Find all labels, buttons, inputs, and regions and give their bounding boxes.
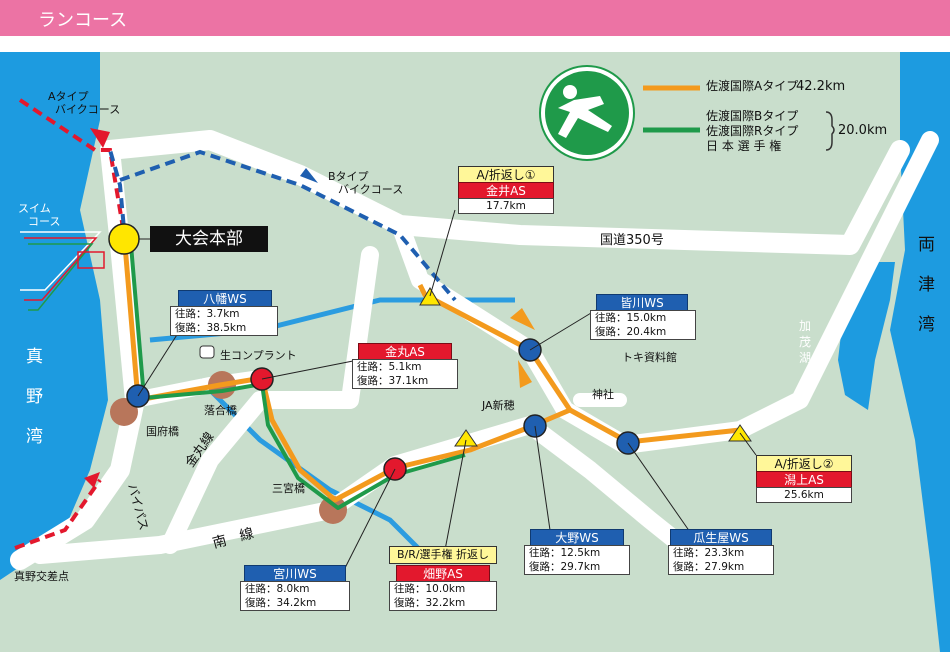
uriuya-back: 復路：27.9km — [673, 561, 745, 573]
miyagawa-back: 復路：34.2km — [245, 597, 317, 609]
run-arrow-up-icon — [518, 360, 532, 388]
hatano-turn-title: B/R/選手権 折返し — [389, 546, 497, 564]
ja-label: JA新穂 — [481, 398, 515, 412]
runner-icon — [558, 85, 612, 138]
hatano-turnaround-icon — [454, 429, 478, 447]
ryotsu-label-2: 津 — [918, 275, 935, 295]
mano-bay-water — [0, 52, 108, 580]
kanai-dist: 17.7km — [486, 200, 526, 212]
ono-ws-info: 往路：12.5km 復路：29.7km — [524, 545, 630, 575]
ono-out: 往路：12.5km — [529, 547, 601, 559]
swim-course — [20, 231, 105, 311]
legend-r-label: 佐渡国際Rタイプ — [706, 123, 798, 138]
swim-label-1: スイム — [18, 202, 51, 215]
jinja-label: 神社 — [592, 387, 614, 401]
a-bike-label-1: Aタイプ — [48, 90, 89, 103]
kanai-as-info: 17.7km — [458, 198, 554, 214]
b-bike-arrow-icon — [300, 168, 318, 183]
plant-label: 生コンプラント — [220, 348, 297, 362]
mano-bay-label-1: 真 — [26, 347, 43, 367]
hatano-out: 往路：10.0km — [394, 583, 466, 595]
a-bike-arrow-north-icon — [90, 128, 110, 148]
kanemaru-as-title: 金丸AS — [358, 343, 452, 361]
yawata-back: 復路：38.5km — [175, 322, 247, 334]
kanemaru-back: 復路：37.1km — [357, 375, 429, 387]
a-bike-arrow-south-icon — [84, 472, 100, 488]
legend-b-label: 佐渡国際Bタイプ — [706, 108, 798, 123]
yugami-dist: 25.6km — [784, 489, 824, 501]
kamo-label-1: 加 — [799, 319, 811, 333]
legend-a-label: 佐渡国際Aタイプ — [706, 78, 798, 93]
mano-bay-label-3: 湾 — [26, 427, 43, 447]
sannomiya-label: 三宮橋 — [272, 481, 305, 495]
miyagawa-ws-info: 往路：8.0km 復路：34.2km — [240, 581, 350, 611]
hatano-back: 復路：32.2km — [394, 597, 466, 609]
ryotsu-label-1: 両 — [918, 235, 935, 255]
leader-lines — [137, 209, 757, 569]
legend-brj-distance: 20.0km — [838, 123, 887, 138]
yawata-out: 往路：3.7km — [175, 308, 240, 320]
a-bike-course-south — [14, 478, 102, 550]
kanemaru-out: 往路：5.1km — [357, 361, 422, 373]
miyagawa-ws-title: 宮川WS — [244, 565, 346, 583]
minagawa-ws-info: 往路：15.0km 復路：20.4km — [590, 310, 696, 340]
ono-ws-title: 大野WS — [530, 529, 624, 547]
uriuya-ws-info: 往路：23.3km 復路：27.9km — [668, 545, 774, 575]
bridge-sannomiya — [319, 496, 347, 524]
yugami-as-info: 25.6km — [756, 487, 852, 503]
hatano-as-info: 往路：10.0km 復路：32.2km — [389, 581, 497, 611]
header-bar: ランコース — [0, 0, 950, 36]
minagawa-back: 復路：20.4km — [595, 326, 667, 338]
hq-label: 大会本部 — [150, 226, 268, 252]
kanai-turnaround-icon — [419, 287, 441, 306]
route350-label: 国道350号 — [600, 233, 664, 248]
b-bike-label-2: バイクコース — [338, 183, 403, 196]
kamo-label-2: 茂 — [799, 335, 811, 349]
minagawa-out: 往路：15.0km — [595, 312, 667, 324]
a-bike-course-blue — [108, 149, 127, 241]
legend-j-label: 日 本 選 手 権 — [706, 138, 781, 153]
miyagawa-out: 往路：8.0km — [245, 583, 310, 595]
hatano-as-title: 畑野AS — [396, 565, 490, 583]
swim-label-2: コース — [28, 215, 60, 228]
kokufu-label: 国府橋 — [146, 424, 179, 438]
run-course-a — [122, 244, 573, 503]
minagawa-ws-title: 皆川WS — [596, 294, 688, 312]
kanemaru-as-info: 往路：5.1km 復路：37.1km — [352, 359, 458, 389]
mano-cross-label: 真野交差点 — [14, 569, 69, 583]
plant-icon — [199, 345, 215, 359]
run-course-brj — [129, 244, 466, 510]
run-arrow-down-icon — [510, 308, 535, 330]
yawata-ws-info: 往路：3.7km 復路：38.5km — [170, 306, 278, 336]
hq-marker-icon — [108, 223, 140, 255]
b-bike-course — [119, 149, 457, 302]
toki-label: トキ資料館 — [622, 350, 677, 364]
ryotsu-label-3: 湾 — [918, 315, 935, 335]
page-title: ランコース — [38, 10, 128, 31]
uriuya-out: 往路：23.3km — [673, 547, 745, 559]
b-bike-label-1: Bタイプ — [328, 170, 369, 183]
ochiai-label: 落合橋 — [204, 403, 237, 417]
ono-back: 復路：29.7km — [529, 561, 601, 573]
a-bike-label-2: バイクコース — [55, 103, 120, 116]
mano-bay-label-2: 野 — [26, 387, 43, 407]
kamo-label-3: 湖 — [799, 350, 811, 365]
a-bike-course — [18, 98, 127, 241]
legend-a-distance: 42.2km — [796, 79, 845, 94]
